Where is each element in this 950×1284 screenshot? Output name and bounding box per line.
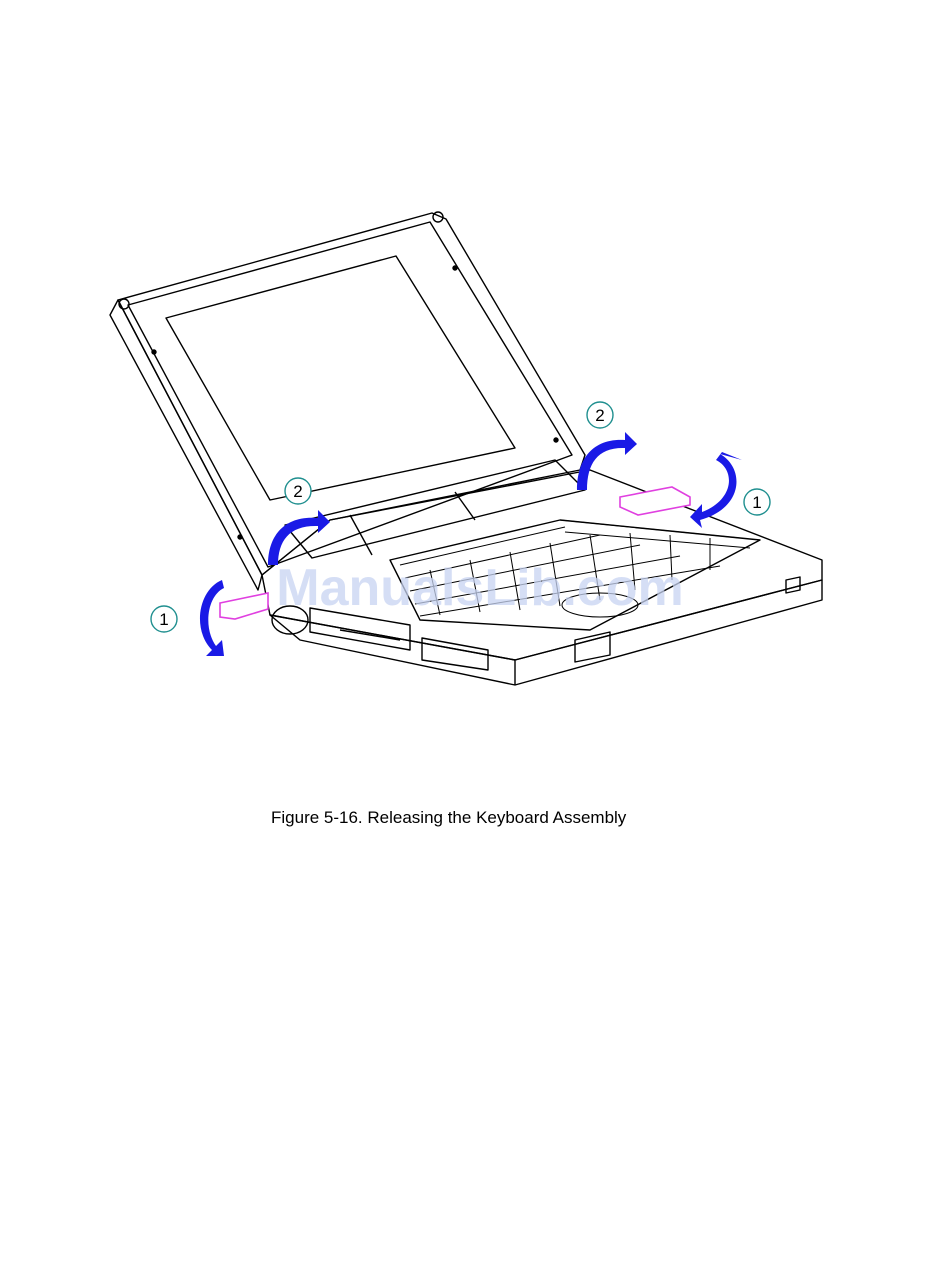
callout-2-right: 2 bbox=[587, 402, 613, 428]
arrow-lift-right-icon bbox=[577, 432, 637, 490]
arrow-up-right-icon bbox=[690, 452, 742, 528]
svg-text:1: 1 bbox=[752, 493, 761, 512]
release-tab-left bbox=[220, 593, 268, 619]
callout-1-right: 1 bbox=[744, 489, 770, 515]
svg-text:2: 2 bbox=[293, 482, 302, 501]
callout-2-left: 2 bbox=[285, 478, 311, 504]
arrow-lift-left-icon bbox=[268, 510, 330, 565]
watermark: ManualsLib.com bbox=[276, 559, 683, 617]
callout-1-left: 1 bbox=[151, 606, 177, 632]
release-tab-right bbox=[620, 487, 690, 515]
svg-text:2: 2 bbox=[595, 406, 604, 425]
caption-text: Figure 5-16. Releasing the Keyboard Asse… bbox=[271, 808, 626, 828]
svg-text:1: 1 bbox=[159, 610, 168, 629]
display-screen bbox=[166, 256, 515, 500]
display-lid bbox=[110, 212, 585, 590]
laptop-illustration: 1 1 2 2 ManualsLib.com bbox=[0, 0, 950, 760]
arrow-up-left-icon bbox=[200, 580, 224, 656]
